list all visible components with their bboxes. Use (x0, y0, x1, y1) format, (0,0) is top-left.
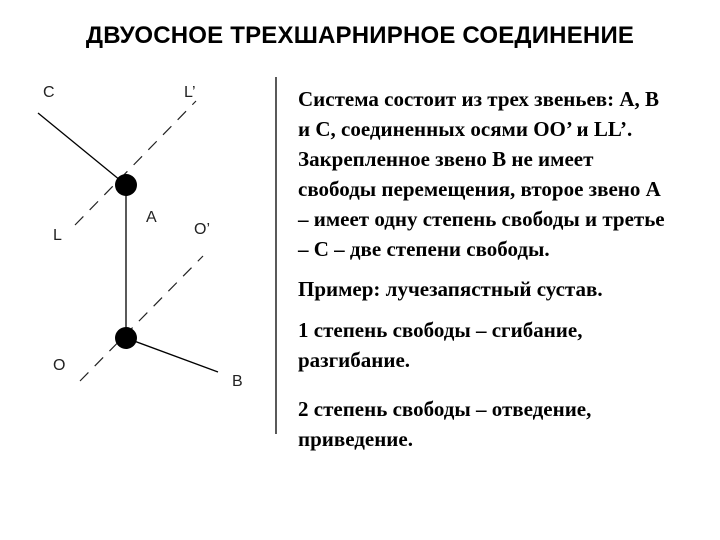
label-c: C (43, 84, 55, 101)
degree-1-paragraph: 1 степень свободы – сгибание, разгибание… (298, 318, 583, 372)
text-column: Система состоит из трех звеньев: А, В и … (298, 84, 714, 454)
page-title: ДВУОСНОЕ ТРЕХШАРНИРНОЕ СОЕДИНЕНИЕ (85, 22, 635, 49)
axis-oo-prime (79, 255, 204, 382)
label-a: A (146, 209, 157, 226)
link-c-line (37, 112, 127, 186)
lower-joint (115, 327, 137, 349)
description-paragraph: Система состоит из трех звеньев: А, В и … (298, 87, 665, 261)
label-o-prime: O’ (194, 221, 210, 238)
link-b-line (125, 337, 219, 373)
label-b: B (232, 373, 243, 390)
upper-joint (115, 174, 137, 196)
label-l: L (53, 227, 62, 244)
axis-ll-prime (74, 100, 197, 226)
degree-2-paragraph: 2 степень свободы – отведение, приведени… (298, 397, 592, 451)
label-l-prime: L’ (184, 84, 196, 101)
example-paragraph: Пример: лучезапястный сустав. (298, 277, 603, 301)
label-o: O (53, 357, 65, 374)
